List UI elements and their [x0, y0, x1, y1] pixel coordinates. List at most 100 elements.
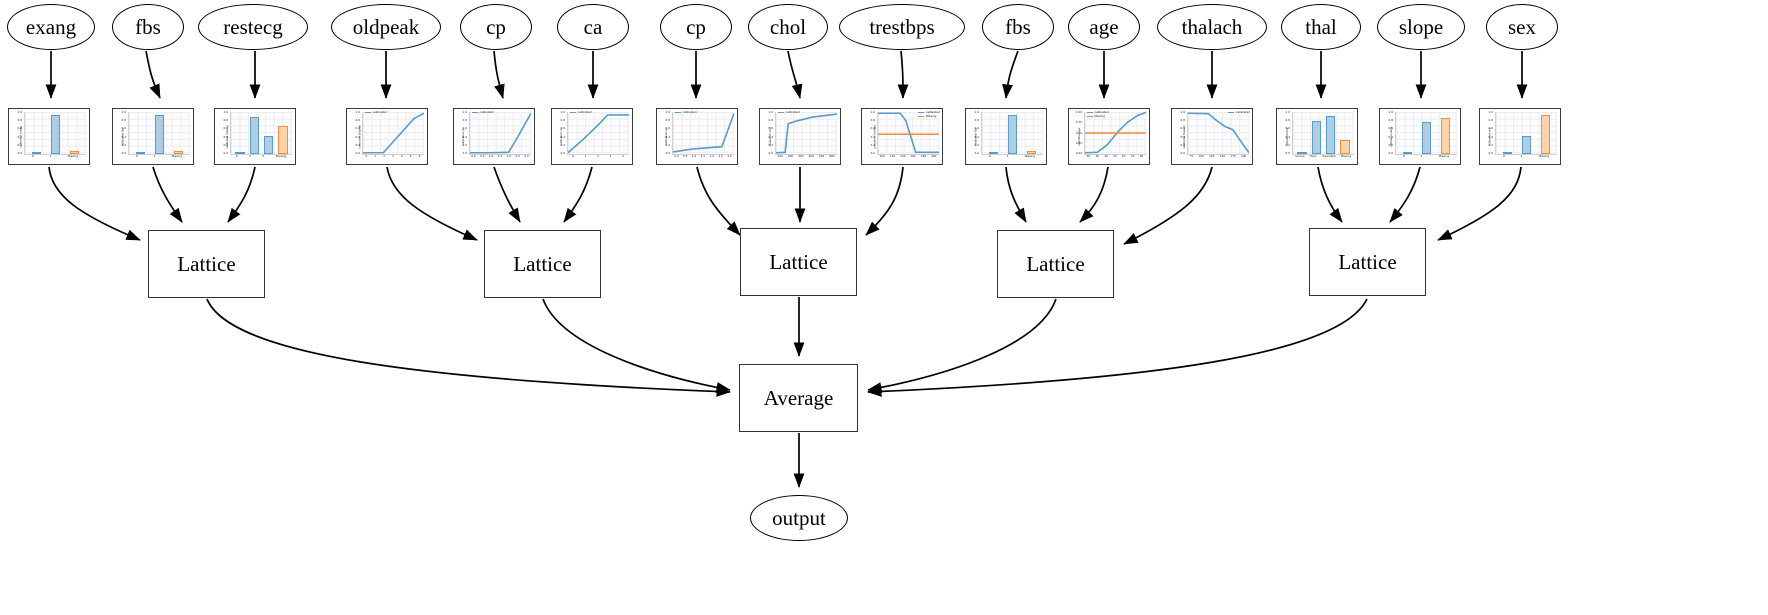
legend-swatch-icon: [918, 115, 925, 117]
input-node-ca[interactable]: ca: [557, 4, 629, 50]
input-node-label: fbs: [135, 14, 161, 39]
legend-label: calibrated: [785, 110, 800, 114]
lattice-node-3[interactable]: Lattice: [740, 228, 857, 296]
input-node-age[interactable]: age: [1068, 4, 1140, 50]
legend-swatch-icon: [472, 111, 478, 113]
plot-bar: [278, 126, 288, 154]
input-node-fbs[interactable]: fbs: [112, 4, 184, 50]
input-node-slope[interactable]: slope: [1377, 4, 1465, 50]
input-node-label: sex: [1508, 14, 1536, 39]
plot-bar: [154, 114, 165, 154]
plot-lines: [568, 112, 629, 154]
legend-swatch-icon: [1228, 111, 1235, 113]
input-node-trestbps[interactable]: trestbps: [839, 4, 965, 50]
input-node-label: thal: [1305, 14, 1337, 39]
plot-axes: [362, 112, 424, 155]
output-node-label: output: [772, 505, 826, 530]
plot-bar: [135, 152, 145, 154]
plot-bar: [1311, 121, 1321, 154]
input-node-oldpeak[interactable]: oldpeak: [331, 4, 441, 50]
average-node[interactable]: Average: [739, 364, 858, 432]
input-node-label: oldpeak: [352, 14, 420, 39]
legend-swatch-icon: [365, 111, 371, 113]
input-node-sex[interactable]: sex: [1486, 4, 1558, 50]
plot-lines: [470, 112, 531, 154]
input-node-label: exang: [25, 14, 77, 39]
legend-label: calibrated: [682, 110, 697, 114]
lattice-label: Lattice: [513, 251, 572, 276]
plot-legend: calibrated: [675, 111, 697, 114]
plot-axes: [128, 112, 190, 155]
plot-legend: calibrated: [1228, 111, 1250, 114]
plot-bar: [1502, 152, 1512, 154]
plot-bar: [235, 152, 245, 154]
plot-bar: [1027, 150, 1037, 154]
input-node-thal[interactable]: thal: [1281, 4, 1361, 50]
output-node[interactable]: output: [750, 495, 848, 541]
legend-swatch-icon: [675, 111, 681, 113]
plot-axes: [567, 112, 629, 155]
plot-legend: calibrated: [472, 111, 494, 114]
lattice-node-1[interactable]: Lattice: [148, 230, 265, 298]
plot-bar: [1007, 114, 1018, 154]
input-node-restecg[interactable]: restecg: [198, 4, 308, 50]
plot-axes: [469, 112, 531, 155]
lattice-label: Lattice: [769, 249, 828, 274]
lattice-node-2[interactable]: Lattice: [484, 230, 601, 298]
lattice-node-5[interactable]: Lattice: [1309, 228, 1426, 296]
plot-bar: [50, 114, 61, 154]
plot-lines: [363, 112, 424, 154]
legend-swatch-icon: [918, 111, 925, 113]
legend-swatch-icon: [1087, 111, 1093, 113]
plot-axes: [1187, 112, 1249, 155]
input-node-fbs-2[interactable]: fbs: [982, 4, 1054, 50]
plot-bar: [1402, 152, 1412, 154]
input-node-cp-1[interactable]: cp: [460, 4, 532, 50]
plot-bar: [264, 136, 274, 154]
plot-bar: [1441, 117, 1451, 154]
input-node-thalach[interactable]: thalach: [1157, 4, 1267, 50]
plot-axes: [1495, 112, 1557, 155]
input-node-chol[interactable]: chol: [748, 4, 828, 50]
plot-lines: [1188, 112, 1249, 154]
input-node-label: cp: [686, 14, 706, 39]
lattice-node-4[interactable]: Lattice: [997, 230, 1114, 298]
plot-bar: [249, 117, 259, 154]
input-node-exang[interactable]: exang: [7, 4, 95, 50]
input-node-cp-2[interactable]: cp: [660, 4, 732, 50]
input-node-label: age: [1089, 14, 1119, 39]
lattice-label: Lattice: [1026, 251, 1085, 276]
plot-legend: calibrated: [365, 111, 387, 114]
plot-axes: [1395, 112, 1457, 155]
plot-bar: [1297, 152, 1307, 154]
plot-axes: [672, 112, 734, 155]
plot-legend: calibrated: [778, 111, 800, 114]
